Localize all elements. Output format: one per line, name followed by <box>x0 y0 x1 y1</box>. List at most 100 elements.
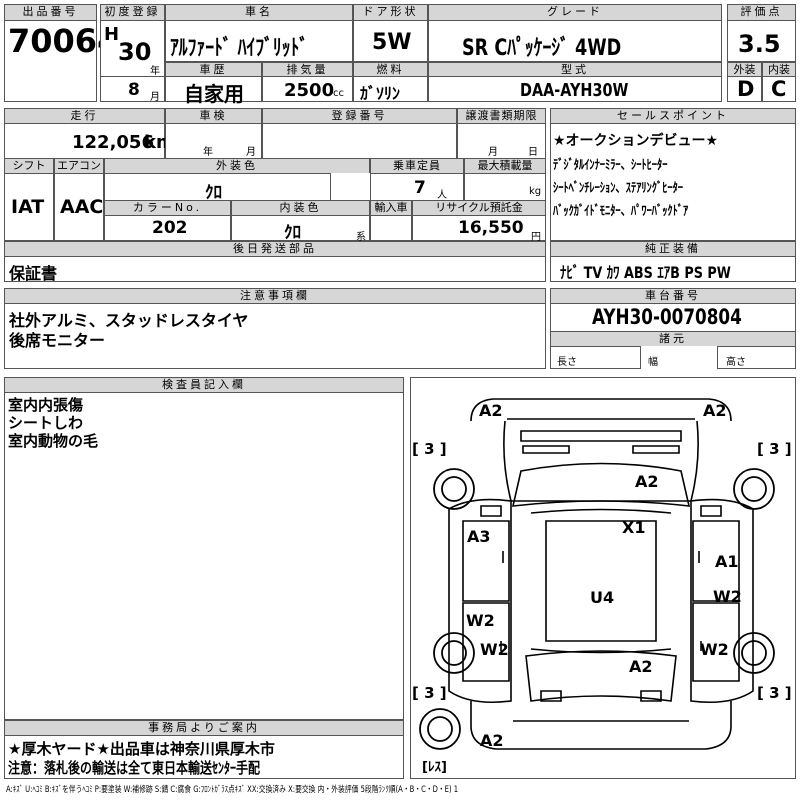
fuel-value: ｶﾞｿﾘﾝ <box>360 84 401 103</box>
dimension-width-label: 幅 <box>648 357 658 368</box>
history-value: 自家用 <box>184 82 244 106</box>
int-color-unit: 系 <box>356 232 366 243</box>
tire-mark-rear-right: [ 3 ] <box>757 684 792 702</box>
mark-right-front-door: A1 <box>715 552 739 571</box>
capacity-cell <box>370 173 464 201</box>
tire-mark-front-right: [ 3 ] <box>757 440 792 458</box>
dimensions-header: 諸元 <box>550 331 796 347</box>
fuel-header: 燃料 <box>353 62 428 77</box>
spare-wheel <box>419 708 461 750</box>
first-reg-year-unit: 年 <box>150 66 160 77</box>
mark-left-rear-door: W2 <box>466 611 495 630</box>
shift-header: シフト <box>4 158 54 174</box>
doors-cell <box>353 20 428 62</box>
history-cell <box>165 76 262 102</box>
capacity-value: 7 <box>414 178 426 198</box>
car-name-header: 車名 <box>165 4 353 21</box>
mark-right-rear-door: W2 <box>713 587 742 606</box>
inspector-line: 室内内張傷 <box>8 396 84 414</box>
aircon-cell <box>54 173 104 241</box>
office-line: 注意：落札後の輸送は全て東日本輸送ｾﾝﾀｰ手配 <box>8 759 261 777</box>
int-color-header: 内装色 <box>231 200 370 216</box>
transfer-day-unit: 日 <box>528 147 538 158</box>
inspection-header: 車検 <box>165 108 262 124</box>
capacity-header: 乗車定員 <box>370 158 464 174</box>
mark-front-right: A2 <box>703 401 727 420</box>
aircon-value: AAC <box>60 196 104 218</box>
reg-no-header: 登録番号 <box>262 108 457 124</box>
color-no-value: 202 <box>152 218 188 238</box>
sales-points-header: セールスポイント <box>550 108 796 124</box>
history-header: 車歴 <box>165 62 262 77</box>
inspection-month-unit: 月 <box>246 147 256 158</box>
score-header: 評価点 <box>727 4 796 21</box>
reg-no-cell <box>262 123 457 159</box>
office-box <box>4 735 404 779</box>
displacement-unit: cc <box>333 88 344 99</box>
spare-mark: [ﾚｽ] <box>422 760 447 775</box>
max-load-cell <box>464 173 546 201</box>
lot-no-header: 出品番号 <box>4 4 97 21</box>
import-cell <box>370 215 412 241</box>
recycle-unit: 円 <box>531 232 541 243</box>
mark-rear-hatch: A2 <box>629 657 653 676</box>
ext-color-value: ｸﾛ <box>205 183 222 203</box>
sales-point-line: ﾊﾞｯｸｶﾞｲﾄﾞﾓﾆﾀｰ、ﾊﾟﾜｰﾊﾞｯｸﾄﾞｱ <box>553 204 689 219</box>
damage-diagram <box>410 377 796 779</box>
car-name-value: ｱﾙﾌｧｰﾄﾞ ﾊｲﾌﾞﾘｯﾄﾞ <box>170 36 309 61</box>
inspector-line: シートしわ <box>8 414 84 432</box>
score-value: 3.5 <box>738 30 781 58</box>
dimension-height-label: 高さ <box>726 357 746 368</box>
mark-rear-bumper: A2 <box>480 731 504 750</box>
doors-value: 5W <box>372 30 412 55</box>
inspector-line: 室内動物の毛 <box>8 432 99 450</box>
recycle-value: 16,550 <box>458 218 524 238</box>
car-name-cell <box>165 20 353 62</box>
equipment-box <box>550 256 796 282</box>
inspection-year-unit: 年 <box>203 147 213 158</box>
interior-grade-cell <box>762 76 796 102</box>
wheel-front-left <box>433 468 475 510</box>
sales-points-box <box>550 123 796 241</box>
recycle-header: リサイクル預託金 <box>412 200 546 216</box>
first-reg-month: 8 <box>128 80 140 100</box>
notes-box <box>4 303 546 369</box>
chassis-value: AYH30-0070804 <box>592 305 742 329</box>
exterior-grade-value: D <box>737 77 755 101</box>
notes-line: 後席モニター <box>9 331 106 350</box>
ext-color-divider <box>330 173 370 201</box>
mileage-header: 走行 <box>4 108 165 124</box>
later-parts-header: 後日発送部品 <box>4 241 546 257</box>
wheel-rear-left <box>433 632 475 674</box>
wheel-front-right <box>733 468 775 510</box>
sales-point-line: ﾃﾞｼﾞﾀﾙｲﾝﾅｰﾐﾗｰ、ｼｰﾄﾋｰﾀｰ <box>553 158 668 173</box>
ext-color-header: 外装色 <box>104 158 370 174</box>
office-line: ★厚木ヤード★出品車は神奈川県厚木市 <box>8 740 275 758</box>
first-reg-year: 30 <box>118 38 152 66</box>
int-color-value: ｸﾛ <box>284 223 301 243</box>
mark-roof: U4 <box>590 588 615 607</box>
max-load-header: 最大積載量 <box>464 158 546 174</box>
transfer-deadline-cell <box>457 123 546 159</box>
mark-windshield: X1 <box>622 518 646 537</box>
displacement-value: 2500 <box>284 80 335 101</box>
mark-left-front-door: A3 <box>467 527 491 546</box>
dimensions-divider <box>640 346 718 369</box>
grade-header: グレード <box>428 4 722 21</box>
displacement-cell <box>262 76 353 102</box>
exterior-grade-header: 外装 <box>727 62 762 77</box>
import-header: 輸入車 <box>370 200 412 216</box>
capacity-unit: 人 <box>437 190 447 201</box>
score-cell <box>727 20 796 62</box>
displacement-header: 排気量 <box>262 62 353 77</box>
equipment-value: ﾅﾋﾞ TV ｶﾜ ABS ｴｱB PS PW <box>560 263 731 282</box>
car-outline <box>448 398 754 750</box>
notes-line: 社外アルミ、スタッドレスタイヤ <box>9 311 249 330</box>
model-header: 型式 <box>428 62 722 77</box>
mileage-value: 122,056 <box>72 132 154 153</box>
equipment-header: 純正装備 <box>550 241 796 257</box>
tire-mark-front-left: [ 3 ] <box>412 440 447 458</box>
office-header: 事務局よりご案内 <box>4 720 404 736</box>
sales-point-line: ★オークションデビュー★ <box>553 133 719 149</box>
transfer-deadline-header: 譲渡書類期限 <box>457 108 546 124</box>
